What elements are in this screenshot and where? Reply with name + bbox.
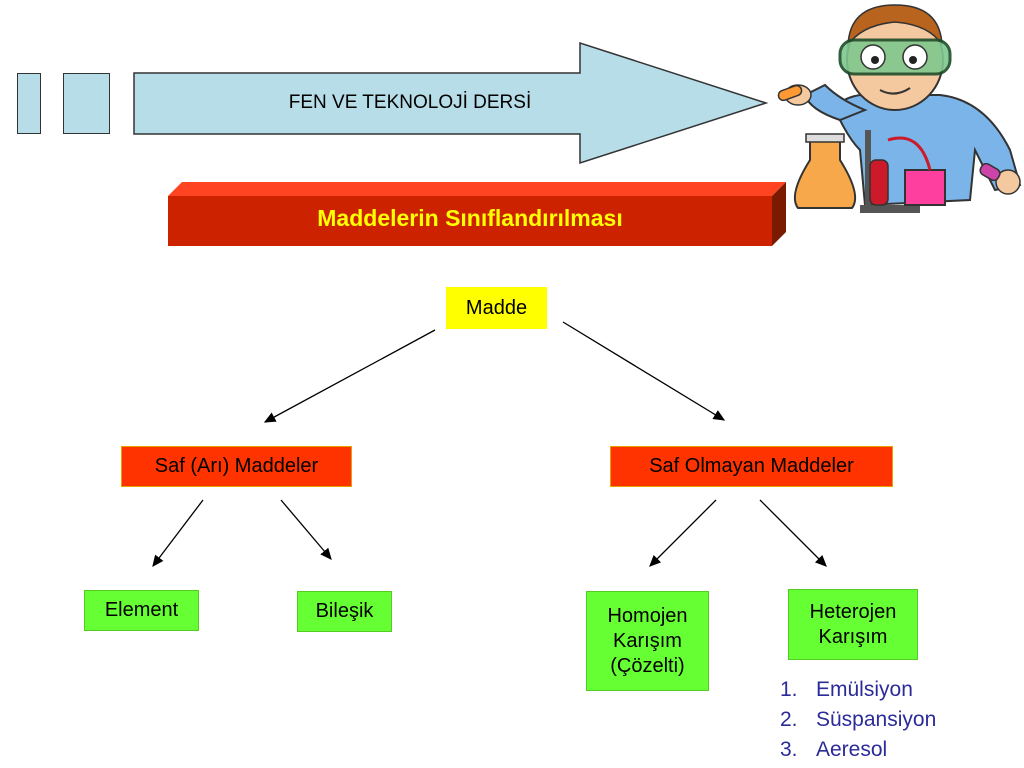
node-bilesik: Bileşik <box>297 591 392 632</box>
node-heterojen-karisim: Heterojen Karışım <box>788 589 918 660</box>
heterojen-types-list: 1. Emülsiyon 2. Süspansiyon 3. Aeresol <box>780 675 936 765</box>
node-saf-maddeler: Saf (Arı) Maddeler <box>121 446 352 487</box>
page-subtitle: Maddelerin Sınıflandırılması <box>317 205 623 231</box>
list-item-label: Emülsiyon <box>816 678 913 701</box>
node-heterojen-line2: Karışım <box>818 625 888 648</box>
node-element: Element <box>84 590 199 631</box>
lesson-title: FEN VE TEKNOLOJİ DERSİ <box>288 92 532 113</box>
node-madde-label: Madde <box>465 296 528 319</box>
node-saf-olmayan-maddeler: Saf Olmayan Maddeler <box>610 446 893 487</box>
node-madde: Madde <box>446 287 547 329</box>
node-homojen-line2: Karışım <box>613 629 682 652</box>
scientist-illustration <box>777 4 1022 213</box>
node-saf-olmayan-label: Saf Olmayan Maddeler <box>649 455 854 477</box>
node-element-label: Element <box>104 599 179 621</box>
title-arrow-banner <box>133 41 769 165</box>
node-homojen-line3: (Çözelti) <box>610 654 685 677</box>
list-item-label: Aeresol <box>816 738 888 761</box>
node-bilesik-label: Bileşik <box>315 600 374 622</box>
node-heterojen-line1: Heterojen <box>809 600 897 623</box>
list-item-number: 2. <box>780 708 798 731</box>
banner-square-2 <box>63 73 110 134</box>
list-item-label: Süspansiyon <box>816 708 937 731</box>
node-homojen-karisim: Homojen Karışım (Çözelti) <box>586 591 709 691</box>
list-item: 3. Aeresol <box>780 735 936 765</box>
subtitle-bar <box>168 182 786 246</box>
list-item: 1. Emülsiyon <box>780 675 936 705</box>
node-saf-maddeler-label: Saf (Arı) Maddeler <box>154 455 319 477</box>
list-item-number: 3. <box>780 738 798 761</box>
list-item: 2. Süspansiyon <box>780 705 936 735</box>
list-item-number: 1. <box>780 678 798 701</box>
banner-square-1 <box>17 73 41 134</box>
node-homojen-line1: Homojen <box>607 604 688 627</box>
